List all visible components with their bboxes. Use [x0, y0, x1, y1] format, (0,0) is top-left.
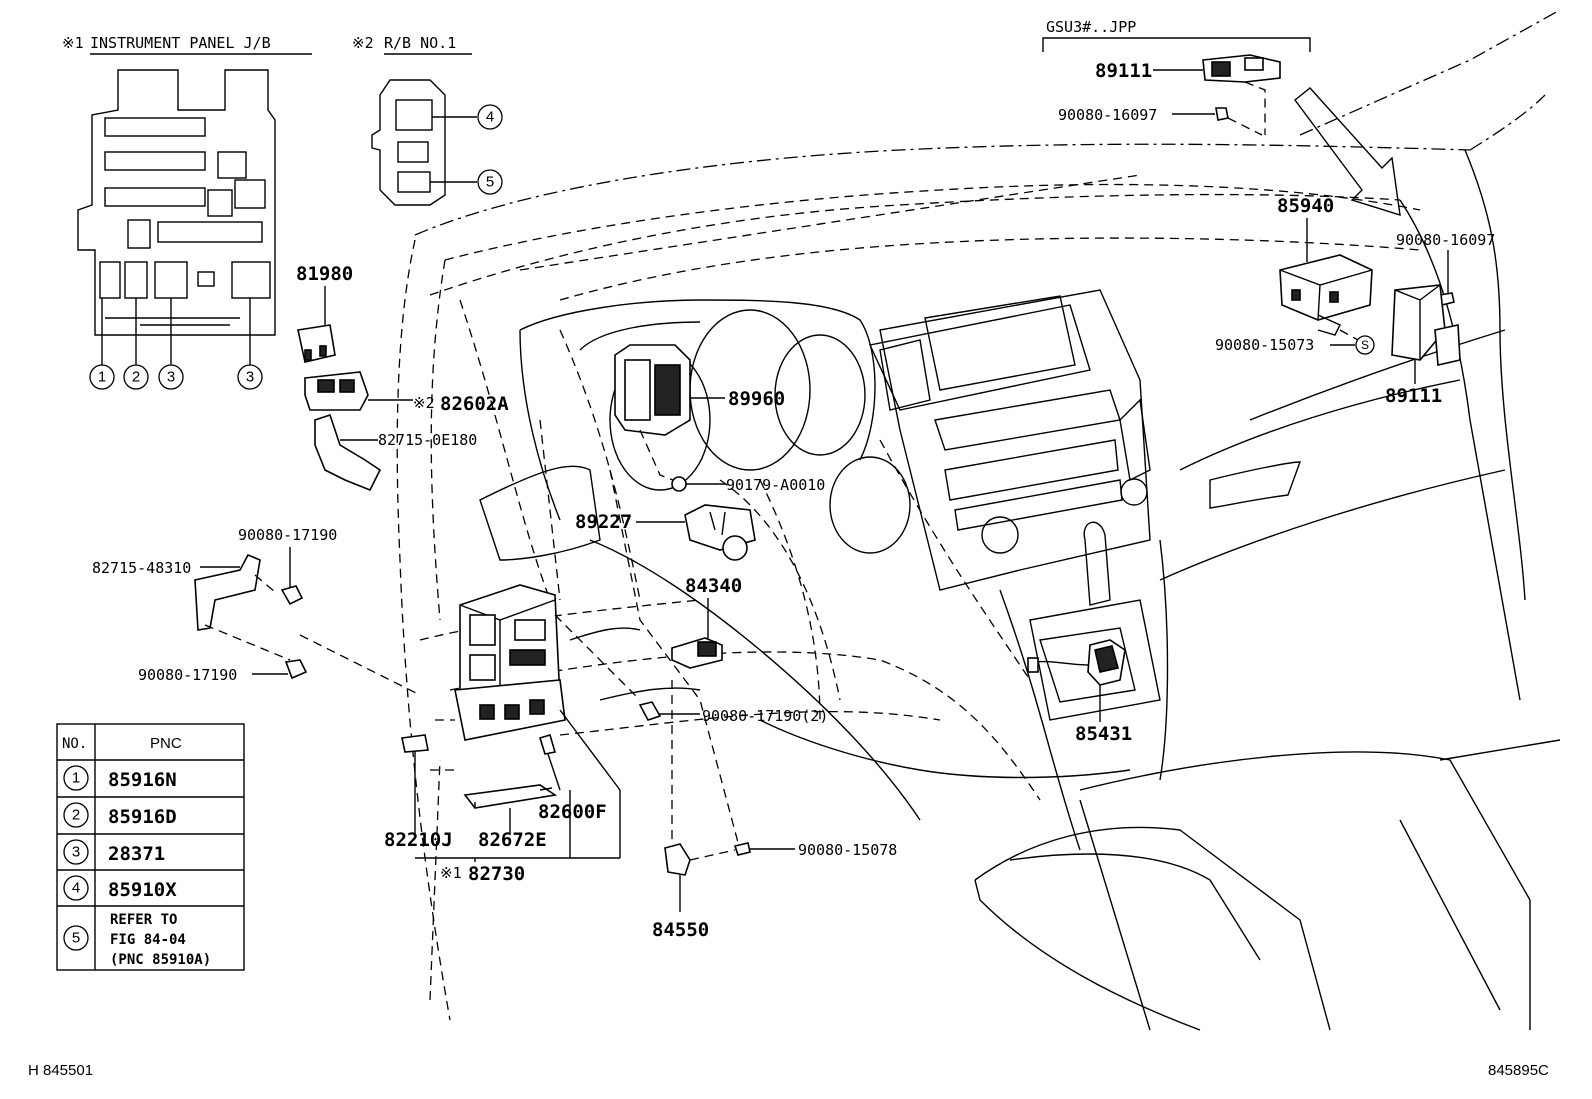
table-row-no: 3: [72, 844, 80, 861]
junction-block-group: 82600F 82210J 82672E ※1 82730: [384, 584, 621, 885]
table-row-pnc: 28371: [108, 843, 165, 865]
part-82600F: 82600F: [538, 801, 607, 823]
note1-title: INSTRUMENT PANEL J/B: [90, 34, 271, 52]
part-82715-48310: 82715-48310: [92, 559, 191, 577]
bracket-group: 90080-17190 82715-48310 90080-17190: [92, 526, 421, 696]
table-row-pnc-ref: (PNC 85910A): [110, 952, 211, 968]
table-header-pnc: PNC: [150, 735, 182, 752]
note2-mark: ※2: [352, 34, 374, 52]
diagram-code-left: H 845501: [28, 1062, 93, 1079]
relay-block-inset: ※2 R/B NO.1 4 5: [352, 34, 503, 206]
part-82210J: 82210J: [384, 829, 453, 851]
shift-switch-group: 85431: [1027, 639, 1132, 745]
left-relay-group: 81980 ※2 82602A 82715-0E180: [296, 263, 509, 492]
part-89960: 89960: [728, 388, 785, 410]
part-84550: 84550: [652, 919, 709, 941]
table-row-no: 4: [72, 880, 80, 897]
right-module-group: 85940 S 90080-15073 90080-16097 89111: [1215, 195, 1495, 407]
part-90080-17190-a: 90080-17190: [238, 526, 337, 544]
table-row-pnc: 85910X: [108, 879, 177, 901]
table-row-pnc: 85916N: [108, 769, 177, 791]
part-82602A-mark: ※2: [413, 394, 435, 412]
callout-1: 1: [98, 369, 106, 386]
table-row-no: 1: [72, 770, 80, 787]
view-arrow: [1294, 87, 1401, 216]
note1-mark: ※1: [62, 34, 84, 52]
callout-4: 4: [486, 109, 494, 126]
table-row-no: 2: [72, 807, 80, 824]
part-84340: 84340: [685, 575, 742, 597]
part-89111-right: 89111: [1385, 385, 1442, 407]
part-82730: 82730: [468, 863, 525, 885]
part-90080-17190-c: 90080-17190(2): [702, 707, 828, 725]
center-module-group: 89960 90179-A0010 89227: [575, 344, 825, 561]
part-90080-15078: 90080-15078: [798, 841, 897, 859]
table-row-fig: FIG 84-04: [110, 932, 186, 948]
pnc-table: NO. PNC 1 85916N 2 85916D 3 28371 4 8591…: [56, 723, 245, 971]
part-89227: 89227: [575, 511, 632, 533]
part-90080-16097-top: 90080-16097: [1058, 106, 1157, 124]
callout-3b: 3: [246, 369, 254, 386]
part-90179-A0010: 90179-A0010: [726, 476, 825, 494]
part-82715-0E180: 82715-0E180: [378, 431, 477, 449]
part-90080-17190-b: 90080-17190: [138, 666, 237, 684]
switch-group: 84340 90080-17190(2) 84550 90080-15078: [554, 575, 897, 941]
table-row-refer: REFER TO: [110, 912, 177, 928]
variant-label: GSU3#..JPP: [1046, 18, 1136, 36]
diagram-code-right: 845895C: [1488, 1062, 1549, 1079]
table-header-no: NO.: [62, 736, 87, 752]
part-82602A: 82602A: [440, 393, 509, 415]
callout-5: 5: [486, 174, 494, 191]
part-85431: 85431: [1075, 723, 1132, 745]
part-82730-mark: ※1: [440, 864, 462, 882]
dashboard-outline: [396, 9, 1561, 1031]
part-85940: 85940: [1277, 195, 1334, 217]
part-81980: 81980: [296, 263, 353, 285]
table-row-pnc: 85916D: [108, 806, 177, 828]
part-82672E: 82672E: [478, 829, 547, 851]
callout-2: 2: [132, 369, 140, 386]
callout-3a: 3: [167, 369, 175, 386]
callout-s: S: [1361, 338, 1369, 352]
instrument-panel-jb-inset: ※1 INSTRUMENT PANEL J/B 1 2 3 3: [62, 34, 312, 390]
part-90080-16097-right: 90080-16097: [1396, 231, 1495, 249]
variant-bracket: GSU3#..JPP 89111 90080-16097: [1042, 18, 1311, 136]
note2-title: R/B NO.1: [384, 34, 456, 52]
part-90080-15073: 90080-15073: [1215, 336, 1314, 354]
part-89111-top: 89111: [1095, 60, 1152, 82]
table-row-no: 5: [72, 930, 80, 947]
